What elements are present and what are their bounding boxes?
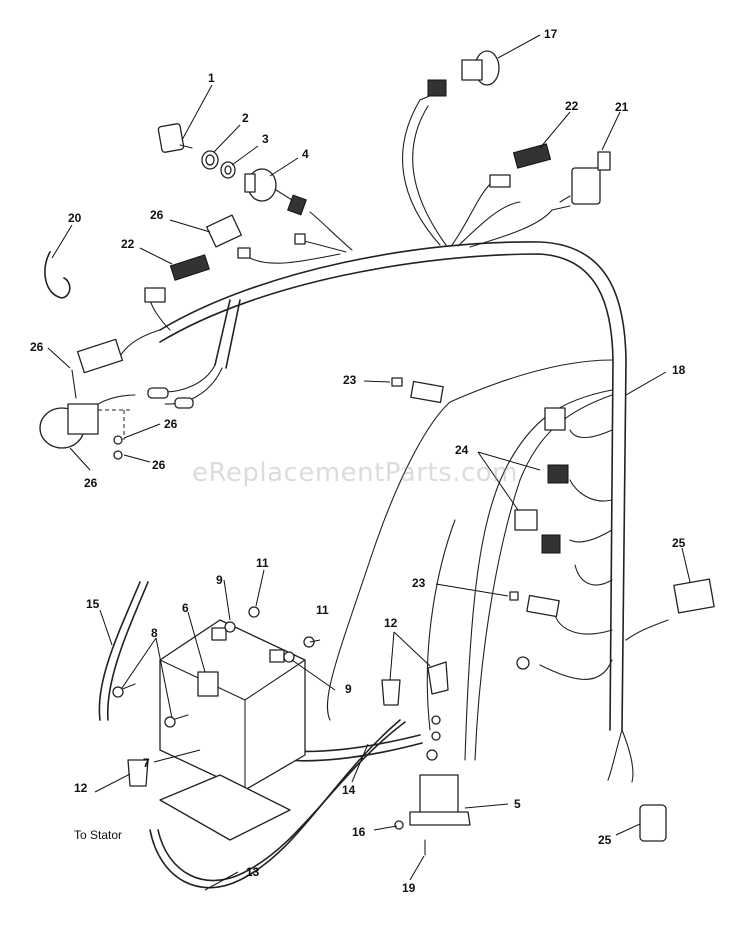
callout-26-washer: 26 [164, 417, 178, 431]
solenoid-5 [409, 715, 471, 826]
connector-22-upper [489, 143, 552, 188]
nut-2 [201, 150, 219, 170]
nut-16 [394, 820, 404, 830]
callout-26-nut: 26 [152, 458, 166, 472]
callout-1: 1 [208, 71, 215, 85]
callout-4: 4 [302, 147, 309, 161]
callout-26-left: 26 [30, 340, 44, 354]
callout-21: 21 [615, 100, 629, 114]
callout-7: 7 [143, 756, 150, 770]
callout-9-upper: 9 [216, 573, 223, 587]
cable-tie-20 [44, 251, 71, 299]
plunger-switch-21 [551, 151, 611, 211]
callout-12-lower: 12 [74, 781, 88, 795]
callout-11-lower: 11 [316, 603, 329, 617]
switch-26-upper [206, 214, 306, 259]
switch-25-upper [673, 578, 715, 614]
callout-22-upper: 22 [565, 99, 579, 113]
connector-23-upper [391, 377, 444, 404]
callout-14: 14 [342, 783, 356, 797]
battery-7 [159, 619, 306, 791]
callout-25-lower: 25 [598, 833, 612, 847]
callout-8: 8 [151, 626, 158, 640]
callout-22-left: 22 [121, 237, 135, 251]
main-harness-18 [159, 241, 627, 731]
connector-23-lower [509, 591, 560, 618]
callout-13: 13 [246, 865, 260, 879]
callout-12-upper: 12 [384, 616, 398, 630]
callout-25-upper: 25 [672, 536, 686, 550]
callout-23-upper: 23 [343, 373, 357, 387]
callout-23-lower: 23 [412, 576, 426, 590]
switch-assembly-26 [39, 338, 194, 460]
callout-11-upper: 11 [256, 556, 269, 570]
callout-17: 17 [544, 27, 558, 41]
ignition-switch-4 [244, 168, 307, 216]
callout-26-switch: 26 [84, 476, 98, 490]
connector-22-left [144, 254, 210, 303]
leader-lines [47, 34, 691, 891]
callout-16: 16 [352, 825, 366, 839]
seat-switch-17 [427, 50, 500, 97]
callout-3: 3 [262, 132, 269, 146]
to-stator-label: To Stator [74, 828, 123, 842]
callout-24: 24 [455, 443, 469, 457]
terminal-6 [197, 671, 219, 697]
callout-26-top: 26 [150, 208, 164, 222]
bolts-8 [112, 683, 189, 728]
callout-20: 20 [68, 211, 82, 225]
upper-branch-wires [89, 94, 553, 411]
right-branch-wires [449, 359, 669, 783]
callout-2: 2 [242, 111, 249, 125]
callout-15: 15 [86, 597, 100, 611]
callout-5: 5 [514, 797, 521, 811]
callout-18: 18 [672, 363, 686, 377]
harness-lead-14 [326, 401, 456, 731]
callout-6: 6 [182, 601, 189, 615]
switch-25-lower [639, 804, 667, 842]
terminal-boots-12 [127, 661, 449, 787]
ignition-key-1 [157, 123, 193, 153]
relays-24 [514, 407, 569, 554]
watermark-text: eReplacementParts.com [192, 458, 519, 488]
callout-9-lower: 9 [345, 682, 352, 696]
callout-19: 19 [402, 881, 416, 895]
washer-3 [220, 161, 236, 179]
battery-pad [159, 774, 291, 841]
